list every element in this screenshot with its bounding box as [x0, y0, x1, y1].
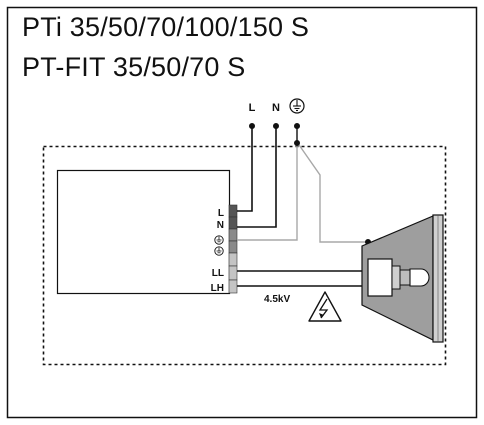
terminal-earth-icon [214, 235, 224, 245]
l-wire [237, 126, 253, 212]
lamp-socket [367, 258, 401, 297]
terminal-n-label: N [217, 220, 224, 231]
high-voltage-warning-icon [308, 291, 342, 322]
voltage-label: 4.5kV [264, 294, 290, 305]
terminal-block [228, 204, 238, 294]
ballast-earth-wire [237, 142, 298, 241]
terminal-lh-label: LH [211, 283, 224, 294]
terminal-ll-label: LL [212, 268, 224, 279]
earth-junction [294, 140, 300, 146]
terminal-l-label: L [218, 208, 224, 219]
page-title: PTi 35/50/70/100/150 S [22, 12, 310, 42]
lamp-bulb [399, 268, 430, 287]
supply-l-label: L [249, 102, 256, 114]
n-wire [237, 126, 277, 228]
luminaire-boundary [42, 145, 447, 366]
ballast-box [56, 169, 231, 295]
protective-earth-icon [289, 98, 305, 114]
supply-n-label: N [272, 102, 280, 114]
terminal-earth-icon [214, 246, 224, 256]
page-subtitle: PT-FIT 35/50/70 S [22, 52, 246, 82]
lamp-earth-wire [296, 141, 368, 243]
